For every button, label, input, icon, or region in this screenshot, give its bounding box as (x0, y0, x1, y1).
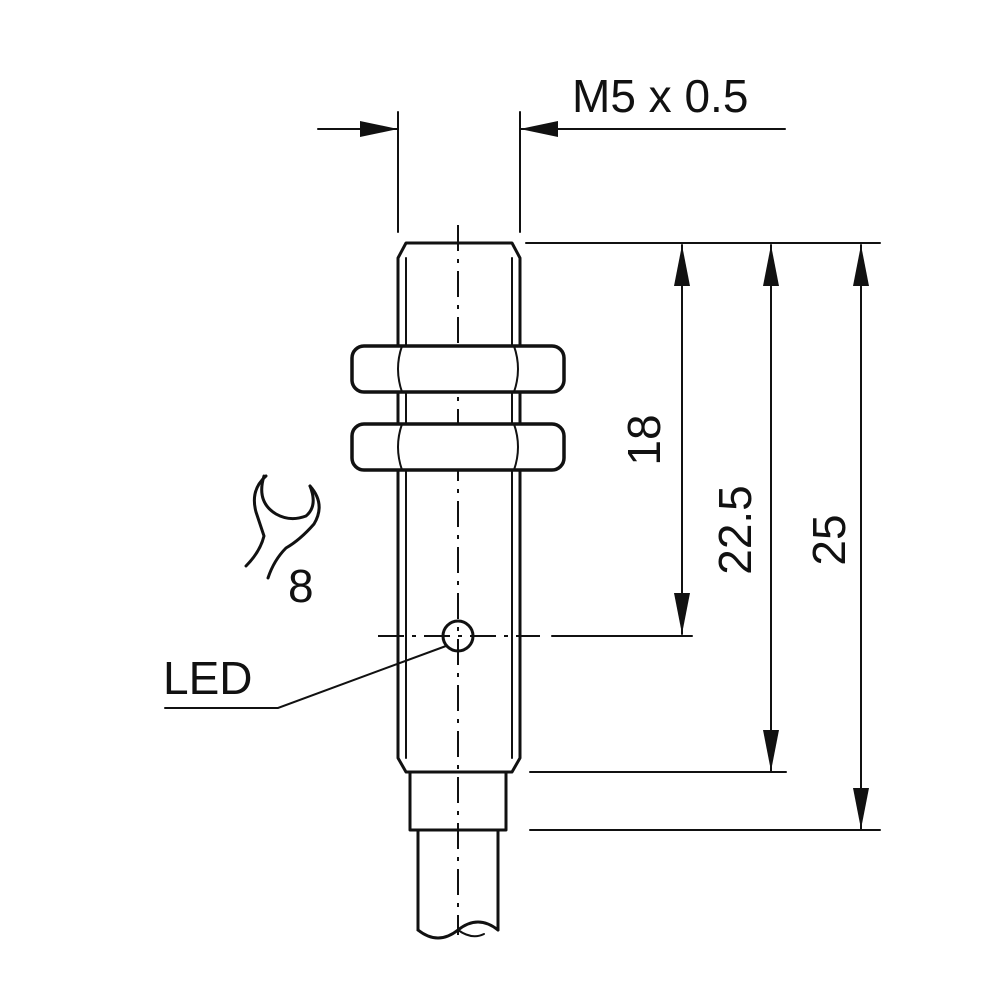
nut-upper (350, 344, 566, 394)
nut-upper-outline (350, 344, 566, 394)
dimension-25: 25 (525, 242, 881, 831)
dim-22-5-arrow-top (763, 245, 779, 286)
nut-lower-outline (350, 422, 566, 472)
dim-18-arrow-top (674, 245, 690, 286)
dim-18-label: 18 (618, 414, 670, 465)
cable-break-inner (457, 929, 485, 938)
thread-arrow-left (360, 121, 398, 137)
cable (416, 828, 500, 940)
nut-lower-facet (513, 423, 519, 471)
nut-upper-facet (513, 345, 519, 393)
wrench-icon: 8 (244, 474, 321, 612)
dim-22-5-label: 22.5 (709, 485, 761, 575)
nut-lower (350, 422, 566, 472)
wrench-icon-jaw (260, 474, 315, 521)
thread-arrow-right (520, 121, 558, 137)
wrench-icon-handle (266, 484, 321, 580)
dimension-22-5: 22.5 (529, 244, 787, 773)
wrench-icon-outline (244, 474, 268, 568)
dim-22-5-arrow-bottom (763, 730, 779, 771)
led-leader (164, 645, 447, 709)
dim-18-arrow-bottom (674, 593, 690, 634)
led-label: LED (163, 652, 252, 704)
dim-25-arrow-bottom (853, 788, 869, 829)
dim-25-label: 25 (803, 514, 855, 565)
rear-collar (408, 770, 508, 832)
thread-dimension: M5 x 0.5 (317, 70, 786, 233)
wrench-size-label: 8 (288, 560, 314, 612)
nut-upper-facet (397, 345, 403, 393)
led-indicator: LED (163, 619, 540, 709)
dim-25-arrow-top (853, 245, 869, 286)
nut-lower-facet (397, 423, 403, 471)
dimension-18: 18 (551, 244, 693, 637)
thread-label: M5 x 0.5 (572, 70, 748, 122)
